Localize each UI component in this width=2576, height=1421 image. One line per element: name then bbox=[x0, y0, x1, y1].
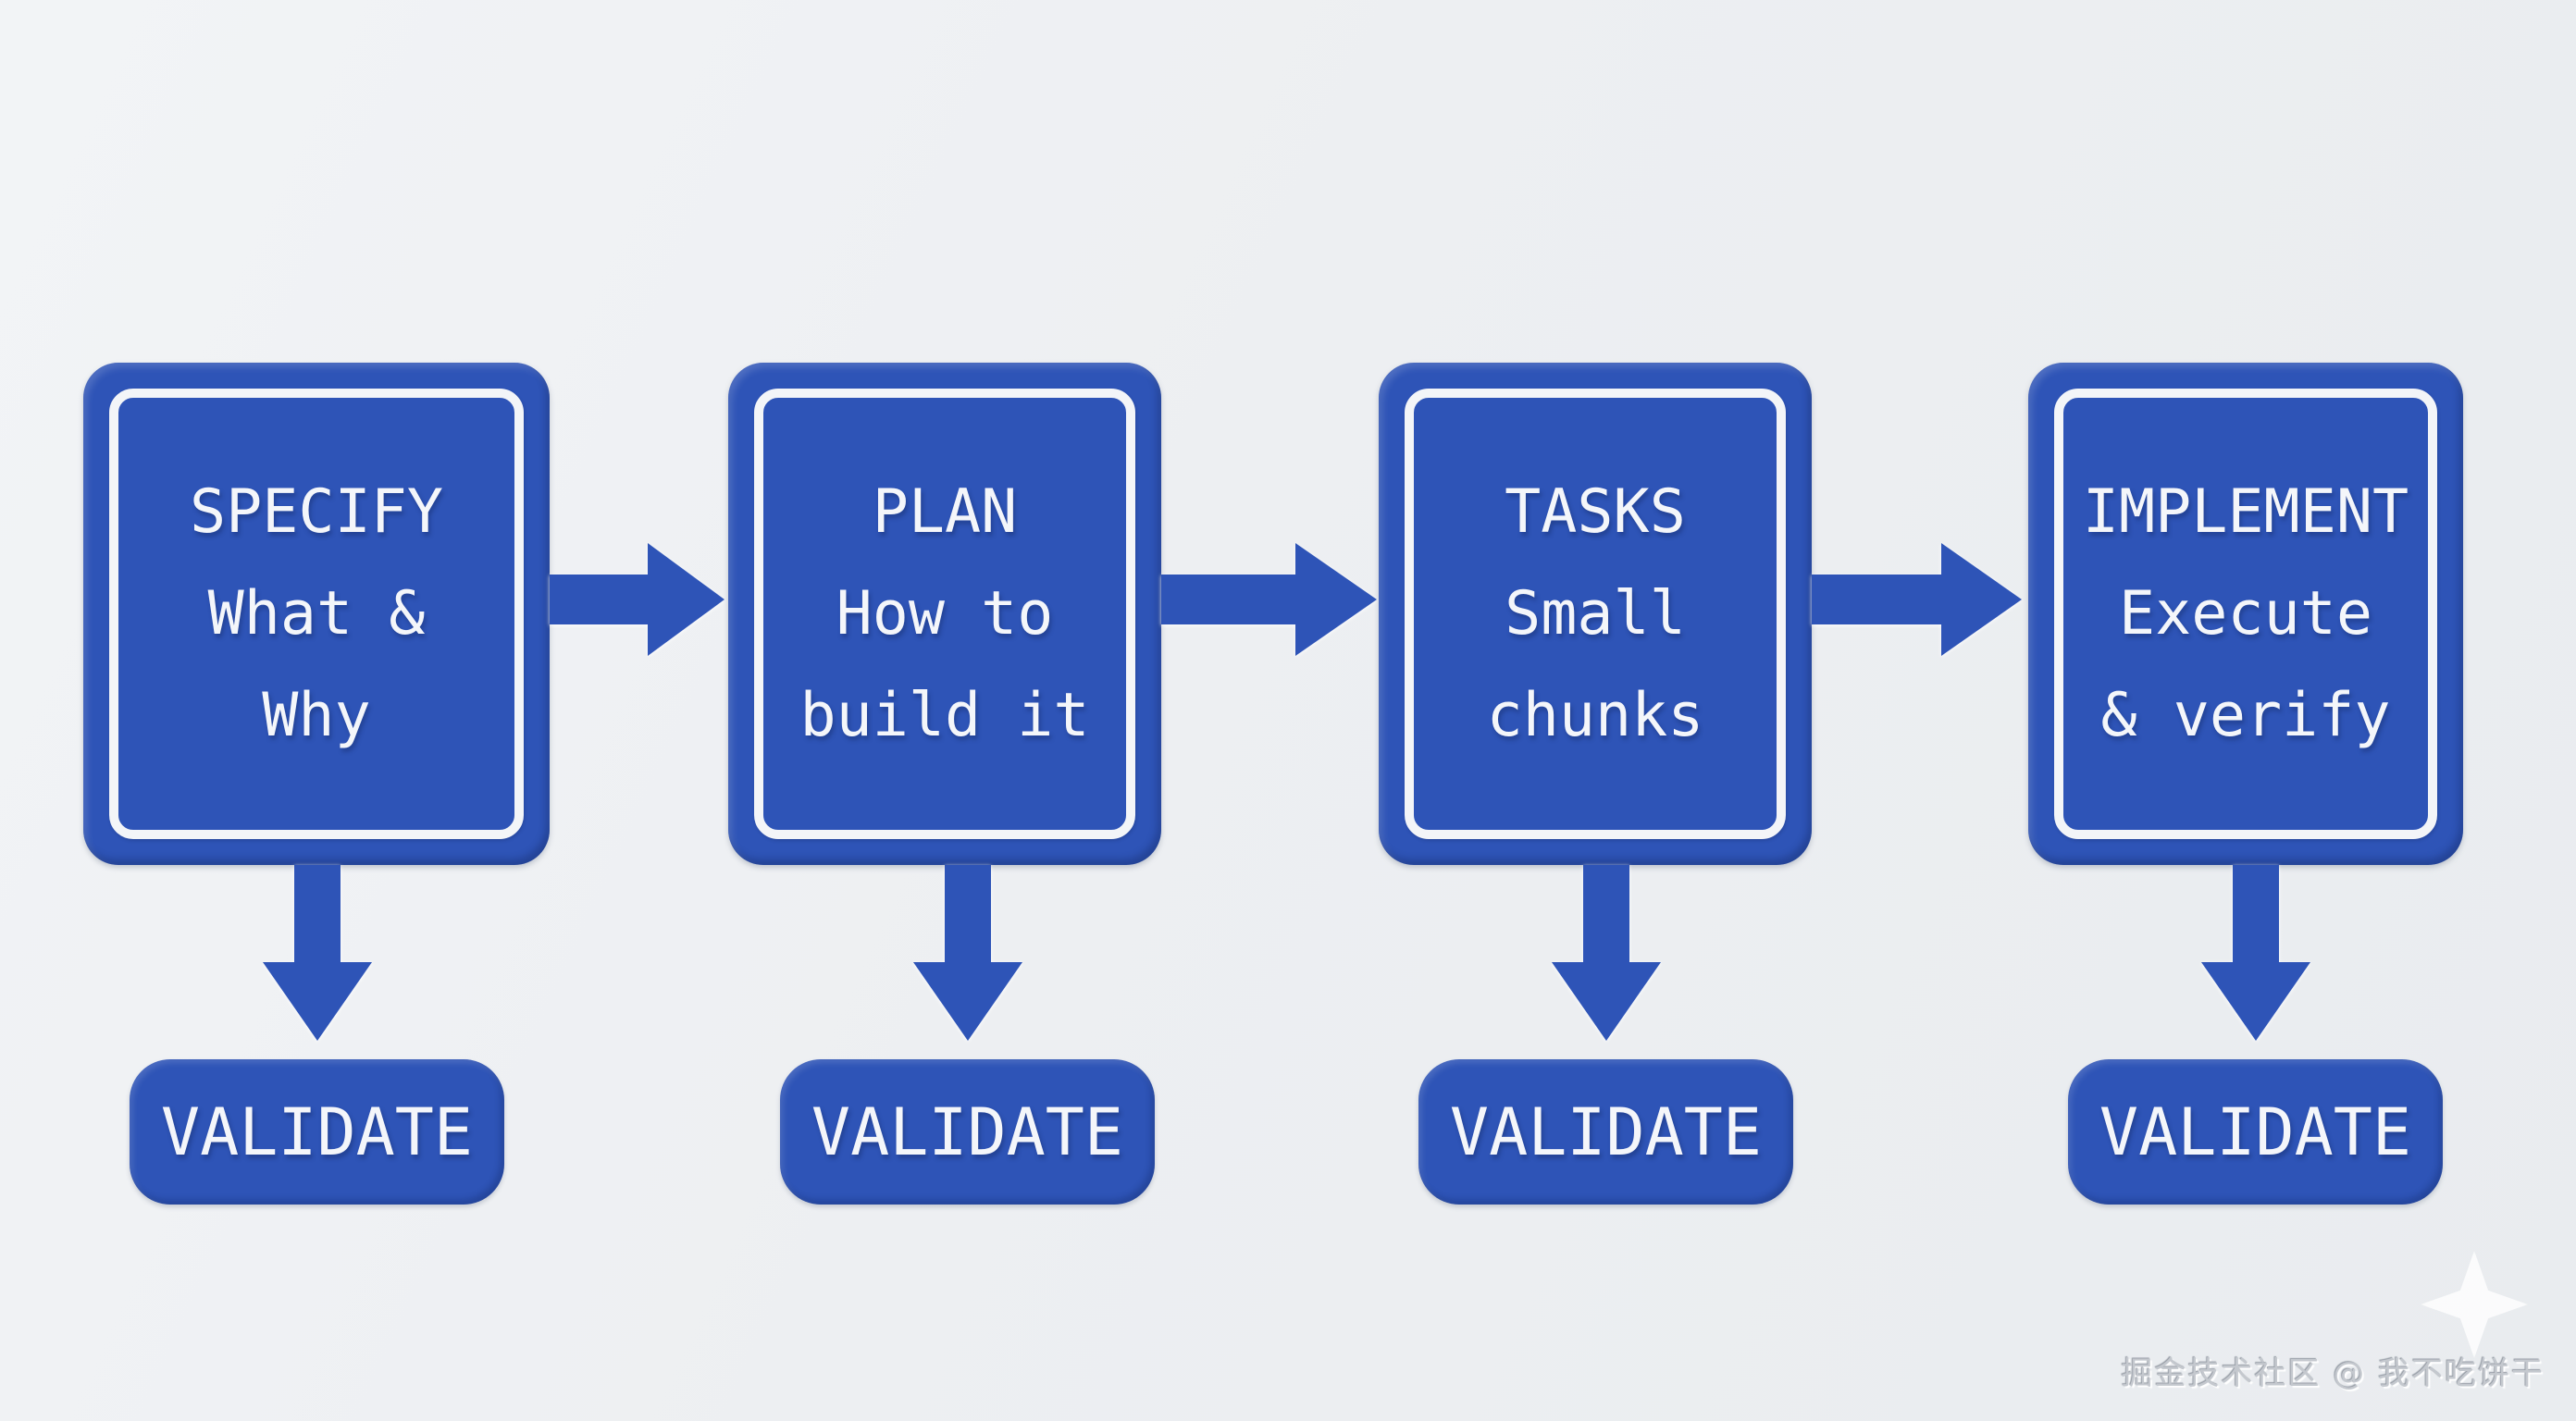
stage-title: IMPLEMENT bbox=[2082, 476, 2409, 547]
arrow-head bbox=[1941, 543, 2022, 656]
arrow-down-icon bbox=[913, 865, 1022, 1041]
arrow-head bbox=[648, 543, 724, 656]
stage-box-implement: IMPLEMENT Execute & verify bbox=[2028, 363, 2463, 865]
stage-title: TASKS bbox=[1505, 476, 1686, 547]
arrow-shaft bbox=[2233, 865, 2279, 964]
box-inner-border bbox=[2054, 389, 2437, 839]
box-inner-border bbox=[1405, 389, 1786, 839]
sparkle-icon bbox=[2421, 1251, 2528, 1358]
validate-badge: VALIDATE bbox=[2068, 1059, 2443, 1205]
stage-text-implement: IMPLEMENT Execute & verify bbox=[2054, 389, 2437, 839]
validate-label: VALIDATE bbox=[1449, 1094, 1763, 1170]
stage-box-plan: PLAN How to build it bbox=[728, 363, 1161, 865]
stage-line: What & bbox=[207, 578, 426, 649]
arrow-shaft bbox=[1812, 575, 1943, 624]
validate-badge: VALIDATE bbox=[780, 1059, 1155, 1205]
stage-line: Small bbox=[1505, 578, 1686, 649]
stage-text-plan: PLAN How to build it bbox=[754, 389, 1135, 839]
arrow-shaft bbox=[1161, 575, 1297, 624]
stage-box-specify: SPECIFY What & Why bbox=[83, 363, 550, 865]
stage-line: How to bbox=[836, 578, 1054, 649]
watermark-text: 掘金技术社区 @ 我不吃饼干 bbox=[2121, 1355, 2545, 1392]
stage-line: chunks bbox=[1486, 680, 1704, 750]
validate-label: VALIDATE bbox=[811, 1094, 1124, 1170]
box-inner-border bbox=[754, 389, 1135, 839]
arrow-head bbox=[913, 962, 1022, 1041]
arrow-shaft bbox=[1583, 865, 1629, 964]
validate-label: VALIDATE bbox=[2099, 1094, 2412, 1170]
arrow-head bbox=[263, 962, 372, 1041]
validate-label: VALIDATE bbox=[160, 1094, 474, 1170]
stage-text-tasks: TASKS Small chunks bbox=[1405, 389, 1786, 839]
arrow-down-icon bbox=[1552, 865, 1661, 1041]
arrow-right-icon bbox=[550, 543, 724, 656]
arrow-down-icon bbox=[263, 865, 372, 1041]
stage-title: PLAN bbox=[872, 476, 1018, 547]
arrow-shaft bbox=[945, 865, 991, 964]
validate-badge: VALIDATE bbox=[130, 1059, 504, 1205]
arrow-head bbox=[2201, 962, 2310, 1041]
stage-line: Why bbox=[262, 680, 371, 750]
box-inner-border bbox=[109, 389, 524, 839]
arrow-right-icon bbox=[1812, 543, 2022, 656]
arrow-shaft bbox=[550, 575, 650, 624]
arrow-head bbox=[1295, 543, 1377, 656]
stage-title: SPECIFY bbox=[190, 476, 443, 547]
stage-text-specify: SPECIFY What & Why bbox=[109, 389, 524, 839]
arrow-right-icon bbox=[1161, 543, 1377, 656]
stage-line: build it bbox=[799, 680, 1090, 750]
stage-box-tasks: TASKS Small chunks bbox=[1379, 363, 1812, 865]
validate-badge: VALIDATE bbox=[1418, 1059, 1793, 1205]
arrow-shaft bbox=[294, 865, 341, 964]
stage-line: & verify bbox=[2100, 680, 2391, 750]
arrow-down-icon bbox=[2201, 865, 2310, 1041]
arrow-head bbox=[1552, 962, 1661, 1041]
stage-line: Execute bbox=[2119, 578, 2372, 649]
